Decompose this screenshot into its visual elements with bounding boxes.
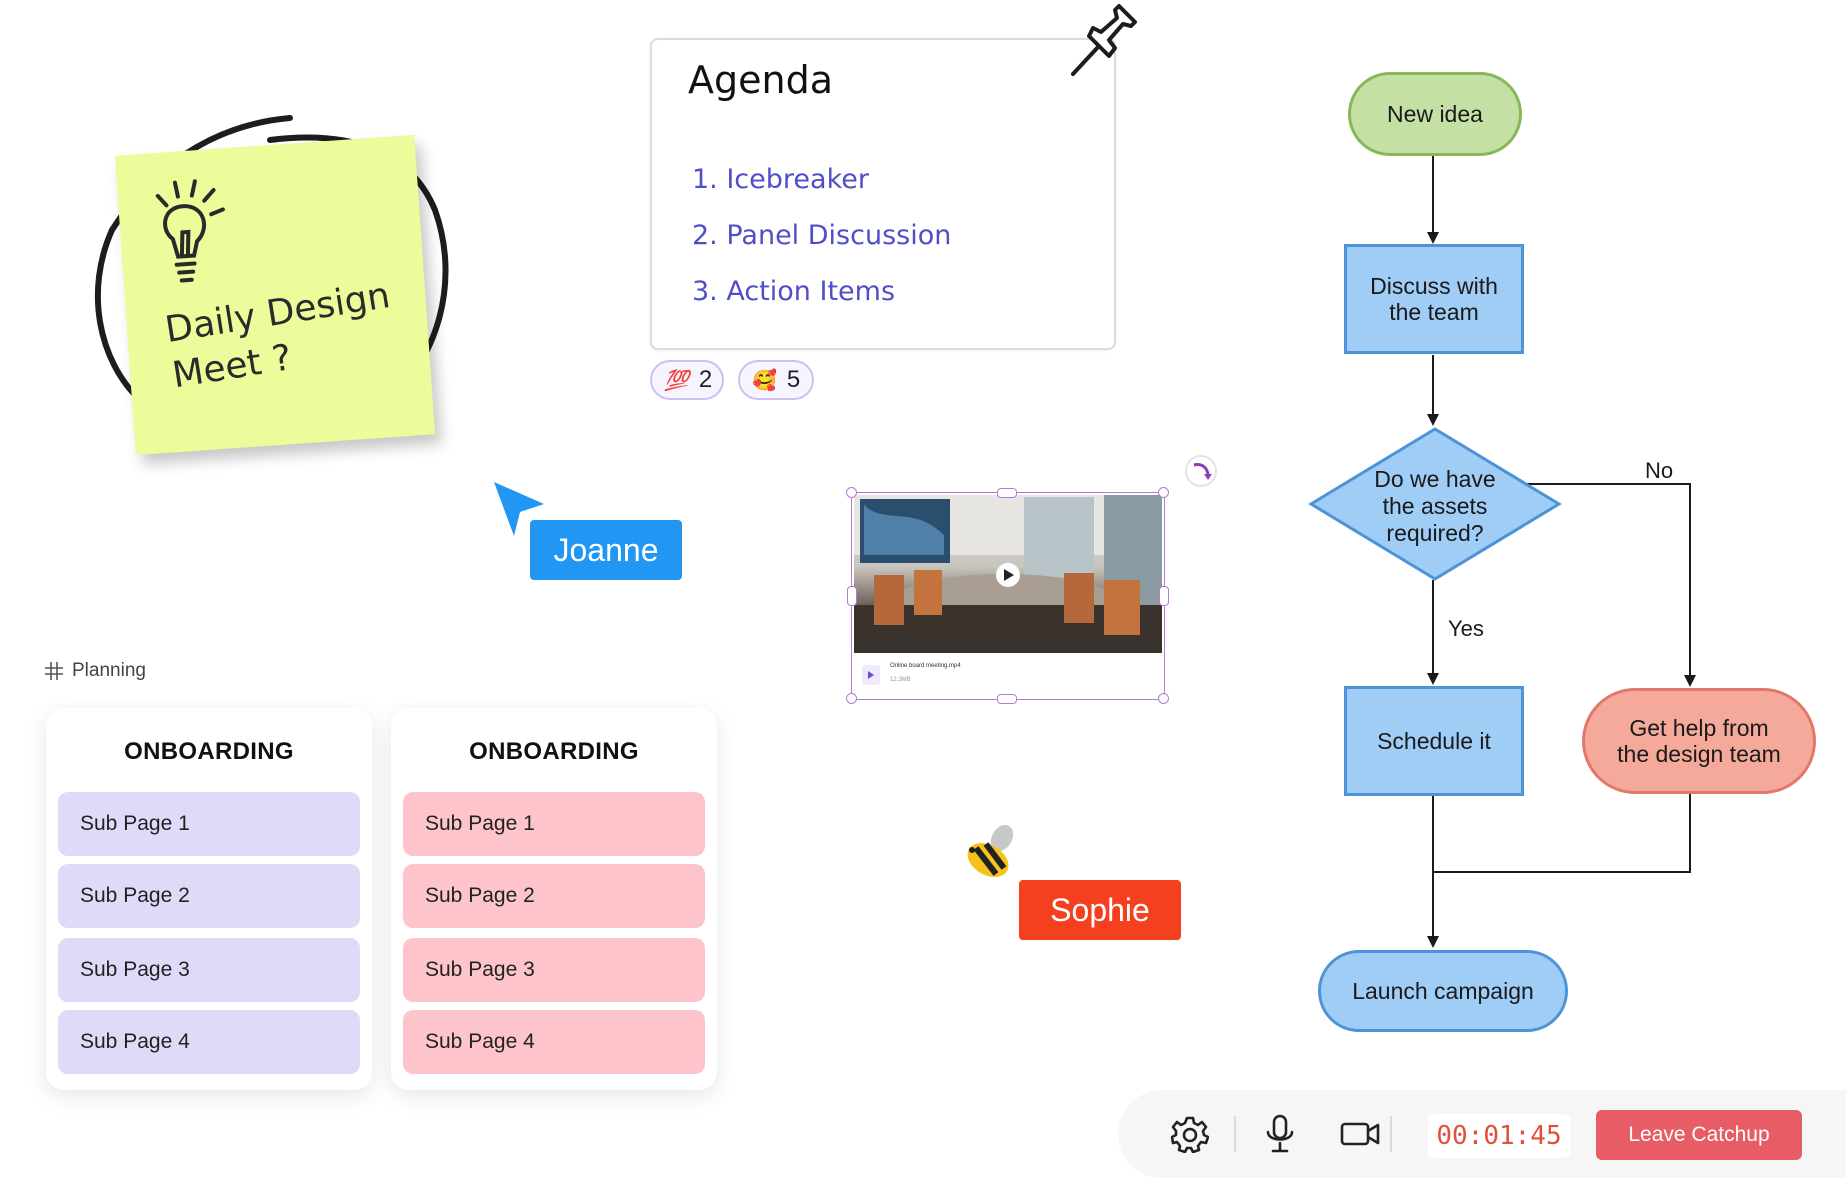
resize-handle[interactable] — [1158, 693, 1169, 704]
flow-label-yes: Yes — [1448, 616, 1484, 641]
flow-node-text: the assets — [1382, 492, 1488, 519]
reaction-hundred[interactable]: 💯 2 — [650, 360, 724, 400]
flow-node-text: Discuss with — [1370, 273, 1498, 299]
divider — [1390, 1116, 1392, 1152]
flow-node-discuss[interactable]: Discuss with the team — [1344, 244, 1524, 354]
sub-page-item[interactable]: Sub Page 1 — [58, 792, 360, 856]
microphone-icon — [1266, 1114, 1294, 1153]
sub-page-item[interactable]: Sub Page 3 — [403, 938, 705, 1002]
agenda-item[interactable]: 3. Action Items — [692, 276, 896, 307]
bee-icon — [967, 824, 1014, 878]
reaction-count: 2 — [698, 366, 713, 393]
flow-node-text: the design team — [1617, 741, 1781, 767]
flow-decision-diamond[interactable] — [1308, 426, 1562, 582]
gear-icon — [1171, 1116, 1209, 1153]
reaction-count: 5 — [786, 366, 801, 393]
video-attachment[interactable]: Online board meeting.mp4 12.3MB — [851, 492, 1165, 700]
resize-handle[interactable] — [846, 487, 857, 498]
video-camera-icon — [1340, 1122, 1380, 1146]
resize-handle[interactable] — [1158, 487, 1169, 498]
hundred-points-emoji: 💯 — [664, 369, 689, 392]
flow-node-new-idea[interactable]: New idea — [1348, 72, 1522, 156]
onboarding-board-pink[interactable]: ONBOARDING Sub Page 1 Sub Page 2 Sub Pag… — [391, 708, 717, 1090]
agenda-item[interactable]: 1. Icebreaker — [692, 164, 869, 195]
onboarding-board-purple[interactable]: ONBOARDING Sub Page 1 Sub Page 2 Sub Pag… — [46, 708, 372, 1090]
resize-handle[interactable] — [997, 488, 1017, 498]
video-filename: Online board meeting.mp4 — [890, 663, 961, 669]
flow-node-text: the team — [1389, 299, 1479, 325]
sub-page-item[interactable]: Sub Page 2 — [403, 864, 705, 928]
push-pin-icon — [1071, 4, 1137, 76]
board-title: ONBOARDING — [469, 738, 639, 765]
agenda-title: Agenda — [688, 58, 833, 102]
leave-catchup-button[interactable]: Leave Catchup — [1596, 1110, 1802, 1160]
sub-page-item[interactable]: Sub Page 1 — [403, 792, 705, 856]
hashtag-grid-icon — [45, 662, 63, 680]
planning-label[interactable]: Planning — [44, 660, 146, 682]
sub-page-item[interactable]: Sub Page 4 — [403, 1010, 705, 1074]
lightbulb-icon — [155, 179, 225, 283]
divider — [1234, 1116, 1236, 1152]
sub-page-item[interactable]: Sub Page 2 — [58, 864, 360, 928]
sticky-note[interactable]: Daily Design Meet ? — [114, 134, 436, 456]
flow-node-text: required? — [1386, 519, 1484, 546]
flow-node-get-help[interactable]: Get help from the design team — [1582, 688, 1816, 794]
board-title: ONBOARDING — [124, 738, 294, 765]
sticky-note-text: Daily Design Meet ? — [162, 271, 413, 399]
sub-page-item[interactable]: Sub Page 4 — [58, 1010, 360, 1074]
sub-page-item[interactable]: Sub Page 3 — [58, 938, 360, 1002]
sophie-cursor-label: Sophie — [1019, 880, 1181, 940]
microphone-button[interactable] — [1252, 1106, 1308, 1162]
agenda-list: 1. Icebreaker 2. Panel Discussion 3. Act… — [692, 152, 951, 320]
flowchart-connectors — [1427, 155, 1696, 948]
flow-decision-text: Do we have the assets required? — [1360, 464, 1510, 548]
flow-label-no: No — [1645, 458, 1674, 483]
flow-node-text: Do we have — [1374, 465, 1496, 492]
resize-handle[interactable] — [846, 693, 857, 704]
video-file-icon — [862, 665, 880, 685]
flow-node-text: Get help from — [1629, 715, 1769, 741]
call-timer: 00:01:45 — [1428, 1114, 1570, 1158]
camera-button[interactable] — [1332, 1106, 1388, 1162]
resize-handle[interactable] — [997, 694, 1017, 704]
resize-handle[interactable] — [847, 586, 857, 606]
reaction-hearts[interactable]: 🥰 5 — [738, 360, 814, 400]
joanne-cursor-arrow-icon — [494, 482, 544, 536]
resize-handle[interactable] — [1159, 586, 1169, 606]
planning-label-text: Planning — [72, 660, 146, 681]
smiling-face-with-hearts-emoji: 🥰 — [752, 369, 777, 392]
flow-node-launch[interactable]: Launch campaign — [1318, 950, 1568, 1032]
agenda-card[interactable]: Agenda 1. Icebreaker 2. Panel Discussion… — [650, 38, 1116, 350]
joanne-cursor-label: Joanne — [530, 520, 682, 580]
video-filesize: 12.3MB — [890, 677, 911, 683]
video-thumbnail — [854, 495, 1162, 653]
rotate-handle-icon[interactable] — [1184, 454, 1218, 488]
agenda-item[interactable]: 2. Panel Discussion — [692, 220, 952, 251]
flow-node-schedule[interactable]: Schedule it — [1344, 686, 1524, 796]
settings-button[interactable] — [1162, 1106, 1218, 1162]
